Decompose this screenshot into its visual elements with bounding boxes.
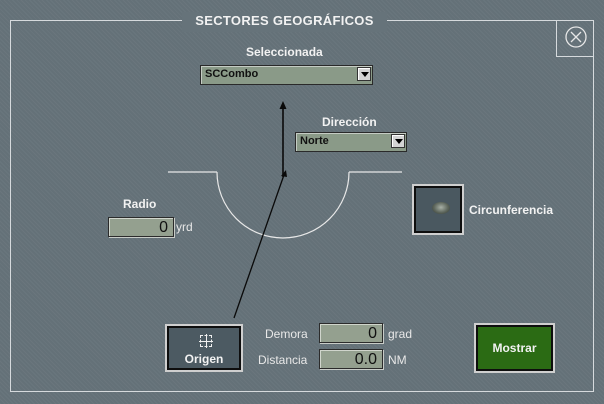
indicator-led-icon — [432, 202, 450, 214]
distance-input[interactable]: 0.0 — [319, 349, 383, 369]
radius-unit: yrd — [176, 220, 193, 234]
selection-label: Seleccionada — [246, 45, 323, 59]
show-button-label: Mostrar — [492, 341, 537, 355]
circumference-label: Circunferencia — [469, 203, 554, 217]
bearing-label: Demora — [265, 327, 308, 341]
show-button[interactable]: Mostrar — [474, 323, 555, 373]
circumference-toggle-button[interactable] — [412, 184, 464, 235]
origin-button[interactable]: Origen — [165, 324, 243, 372]
distance-unit: NM — [388, 353, 407, 367]
chevron-down-icon[interactable] — [357, 67, 371, 81]
chevron-down-icon[interactable] — [391, 134, 405, 148]
crosshair-icon — [199, 334, 213, 348]
direction-label: Dirección — [322, 115, 377, 129]
bearing-unit: grad — [388, 327, 413, 341]
frame-border-inner — [556, 20, 593, 57]
origin-arrow — [233, 171, 286, 319]
origin-button-label: Origen — [184, 352, 224, 366]
bearing-input[interactable]: 0 — [319, 323, 383, 343]
selection-value: SCCombo — [205, 68, 259, 80]
selection-dropdown[interactable]: SCCombo — [200, 65, 373, 85]
direction-value: Norte — [300, 135, 329, 147]
distance-label: Distancia — [258, 353, 308, 367]
close-icon[interactable] — [564, 25, 588, 49]
radius-input[interactable]: 0 — [108, 217, 174, 237]
window-title: SECTORES GEOGRÁFICOS — [182, 12, 387, 32]
radius-label: Radio — [123, 197, 157, 211]
direction-dropdown[interactable]: Norte — [295, 132, 407, 152]
